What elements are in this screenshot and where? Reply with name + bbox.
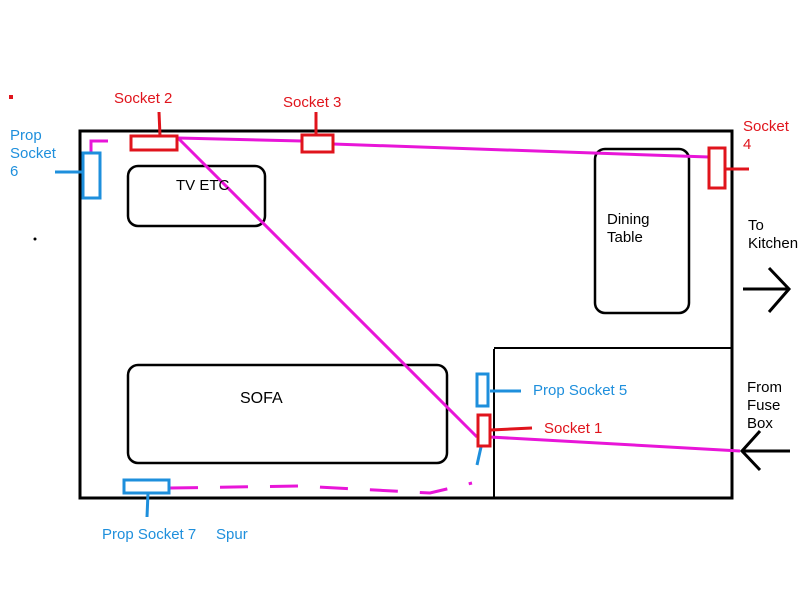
kitchen-label-line1: To <box>748 217 764 234</box>
fuse-label-line1: From <box>747 379 782 396</box>
sofa <box>126 363 449 465</box>
socket-1-label: Socket 1 <box>544 420 603 437</box>
socket-4-label-line2: 4 <box>743 136 752 153</box>
ring-cable-segment <box>332 142 710 159</box>
proposed-cable-top <box>89 139 130 152</box>
prop-socket-6-label-line3: 6 <box>10 163 19 180</box>
prop-socket-6-label-line1: Prop <box>10 127 42 144</box>
kitchen-label-line2: Kitchen <box>748 235 799 252</box>
spur-label: Spur <box>216 526 248 543</box>
prop-socket-5-label: Prop Socket 5 <box>533 382 628 399</box>
socket-3[interactable] <box>300 133 335 154</box>
prop-socket-6[interactable] <box>81 151 102 200</box>
proposed-cable-bottom <box>169 481 473 495</box>
tv-label: TV ETC <box>176 177 230 194</box>
dining-label-line1: Dining <box>607 211 650 228</box>
prop-socket-7[interactable] <box>122 478 171 495</box>
dining-table <box>593 147 691 315</box>
ring-cable-segment <box>177 136 303 143</box>
socket-1[interactable] <box>476 413 492 448</box>
tv-unit <box>126 164 267 228</box>
ring-cable-from-fuse <box>489 435 741 453</box>
stray-mark <box>33 237 37 241</box>
arrow-left-icon <box>739 429 790 472</box>
socket-4[interactable] <box>707 146 727 190</box>
ring-cable-diagonal <box>176 136 479 439</box>
socket-1-leader <box>490 426 533 432</box>
socket-3-label: Socket 3 <box>283 94 342 111</box>
arrow-right-icon <box>743 266 792 313</box>
room-outline <box>78 129 734 500</box>
socket-2-label: Socket 2 <box>114 90 173 107</box>
socket-2[interactable] <box>129 134 179 152</box>
prop-socket-6-label-line2: Socket <box>10 145 56 162</box>
prop-socket-7-leader <box>145 492 150 518</box>
fuse-label-line2: Fuse <box>747 397 781 414</box>
dining-label-line2: Table <box>607 229 643 246</box>
prop-socket-7-label: Prop Socket 7 <box>102 526 197 543</box>
fuse-label-line3: Box <box>747 415 773 432</box>
stray-mark <box>9 95 13 99</box>
sofa-label: SOFA <box>240 390 283 407</box>
socket-4-label-line1: Socket <box>743 118 789 135</box>
socket-2-leader <box>157 111 162 137</box>
proposed-cable-link <box>475 446 483 466</box>
prop-socket-5[interactable] <box>475 372 490 408</box>
